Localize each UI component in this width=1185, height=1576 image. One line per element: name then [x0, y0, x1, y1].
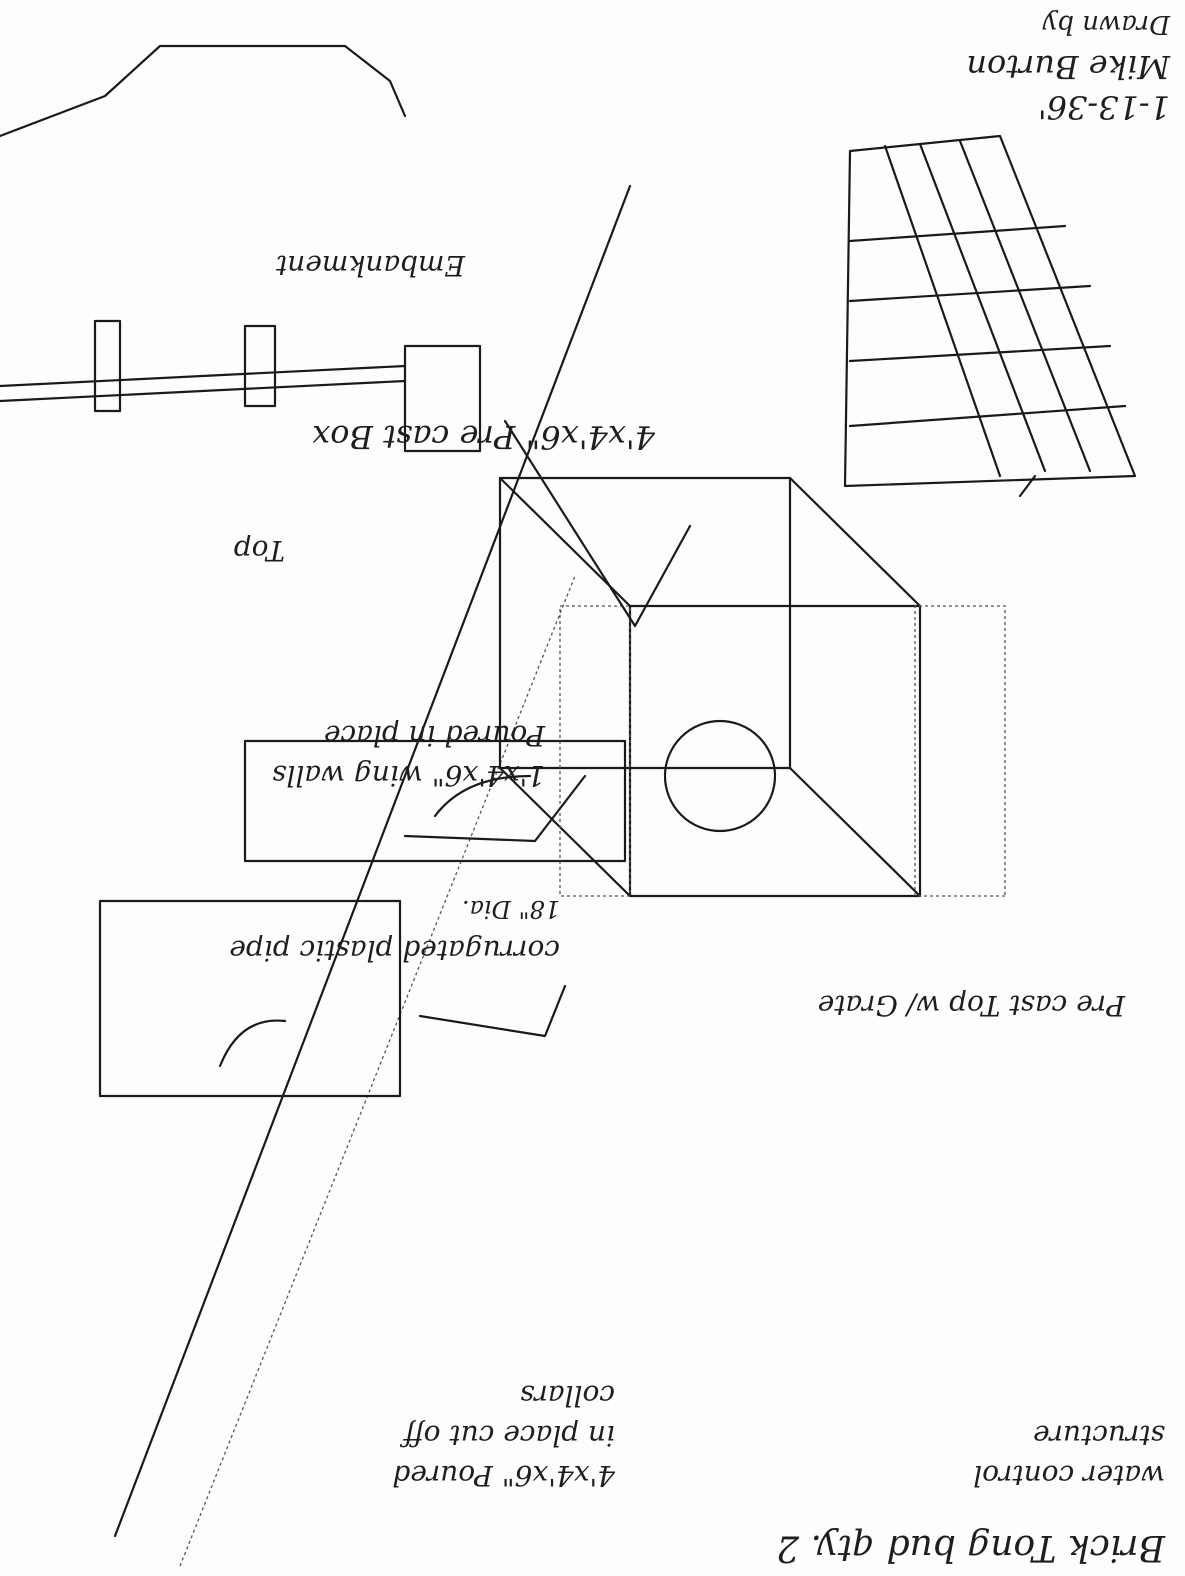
arrow-box	[503, 419, 692, 628]
label-top: Top	[234, 534, 285, 567]
arrow-collars	[403, 774, 587, 843]
arrow-pipe	[418, 984, 567, 1038]
label-precast-box: 4'x4'x6" Pre cast Box	[312, 418, 656, 456]
cutoff-collar-1	[98, 899, 402, 1098]
label-collars-1: 4'x4'x6" Poured	[392, 1459, 616, 1492]
precast-box	[498, 476, 1006, 898]
label-date: 1-13-36'	[1038, 88, 1170, 126]
embankment-profile	[0, 44, 482, 453]
precast-top-grate	[843, 134, 1137, 488]
label-collars-3: collars	[520, 1379, 615, 1412]
arrow-grate	[1018, 474, 1037, 498]
label-embankment: Embankment	[275, 249, 466, 282]
label-structure-1: Brick Tong bud qty. 2	[776, 1527, 1166, 1568]
label-drawn-by: Drawn by	[1042, 9, 1171, 39]
label-collars-2: in place cut off	[400, 1419, 615, 1452]
label-structure-2: water control	[973, 1459, 1165, 1492]
label-wing-walls-2: Poured in place	[324, 719, 546, 752]
cutoff-collar-2	[243, 739, 627, 863]
label-precast-top: Pre cast Top w/ Grate	[818, 989, 1126, 1022]
label-wing-walls-1: 1'x4'x6" wing walls	[272, 759, 545, 792]
label-drawn-by-name: Mike Burton	[966, 48, 1171, 86]
label-pipe-1: corrugated plastic pipe	[229, 934, 560, 967]
label-pipe-2: 18" Dia.	[462, 895, 560, 923]
label-structure-3: structure	[1033, 1419, 1165, 1452]
